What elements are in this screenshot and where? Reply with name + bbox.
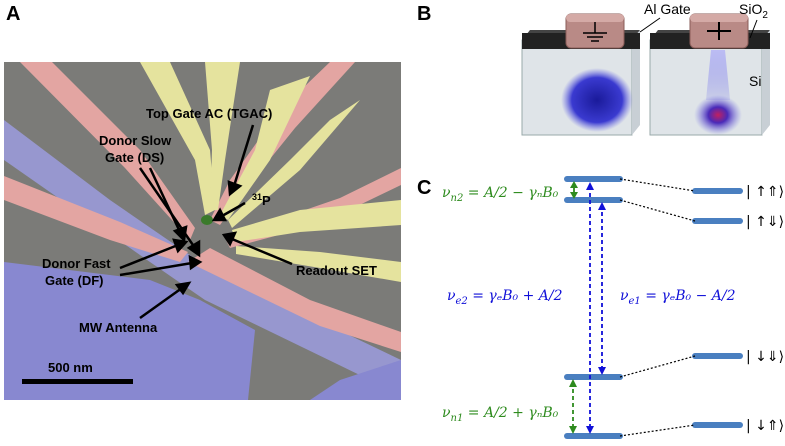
- set-gate-6: [236, 246, 401, 282]
- state-down-up: | ↓⇑⟩: [746, 418, 784, 434]
- transition-arrows: [569, 181, 606, 434]
- level-connectors: [619, 178, 696, 437]
- label-mw: MW Antenna: [79, 320, 158, 335]
- state-up-down: | ↑⇓⟩: [746, 214, 784, 230]
- eq-nu-n1: νn1 = A/2 + γₙB₀: [442, 405, 559, 424]
- wavefunction-right: [694, 95, 742, 135]
- sio2-leader: [749, 19, 758, 39]
- state-up-up: | ↑⇑⟩: [746, 184, 784, 200]
- eq-nu-e1: νe1 = γₑB₀ − A/2: [620, 288, 736, 307]
- mw-antenna: [4, 120, 401, 392]
- set-gate-5: [232, 200, 401, 242]
- panel-a-letter: A: [6, 3, 20, 25]
- eq-nu-e2: νe2 = γₑB₀ + A/2: [447, 288, 563, 307]
- sem-image: [4, 62, 401, 400]
- scale-bar: [22, 379, 133, 384]
- panel-a-arrows: [119, 124, 293, 320]
- label-al-gate: Al Gate: [644, 1, 691, 17]
- label-p31: 31P: [252, 192, 271, 208]
- set-gate-4: [228, 100, 360, 228]
- donor-gate-right: [188, 248, 401, 352]
- set-gate-3: [220, 76, 310, 220]
- device-cube-right: [649, 13, 770, 136]
- eq-nu-n2: νn2 = A/2 − γₙB₀: [442, 185, 559, 204]
- field-beam: [706, 50, 730, 100]
- label-tgac: Top Gate AC (TGAC): [146, 106, 272, 121]
- label-scale: 500 nm: [48, 360, 93, 375]
- label-si: Si: [749, 73, 761, 89]
- energy-levels: [564, 176, 743, 439]
- label-set: Readout SET: [296, 263, 377, 278]
- label-df-2: Gate (DF): [45, 273, 104, 288]
- label-ds-1: Donor Slow: [99, 133, 172, 148]
- donor-gate-ds: [20, 62, 195, 240]
- wavefunction-left: [561, 68, 633, 132]
- panel-b-letter: B: [417, 3, 431, 25]
- device-cube-left: [521, 13, 640, 136]
- label-ds-2: Gate (DS): [105, 150, 164, 165]
- label-df-1: Donor Fast: [42, 256, 111, 271]
- state-down-down: | ↓⇓⟩: [746, 349, 784, 365]
- set-gate-1: [140, 62, 215, 215]
- label-sio2: SiO2: [739, 1, 768, 21]
- antenna-bottom-right: [310, 360, 401, 400]
- panel-c-letter: C: [417, 177, 431, 199]
- set-gate-2: [205, 62, 240, 210]
- al-gate-leader: [639, 17, 661, 33]
- antenna-lower: [4, 262, 255, 400]
- donor-dot: [201, 215, 213, 225]
- donor-gate-df: [4, 176, 188, 262]
